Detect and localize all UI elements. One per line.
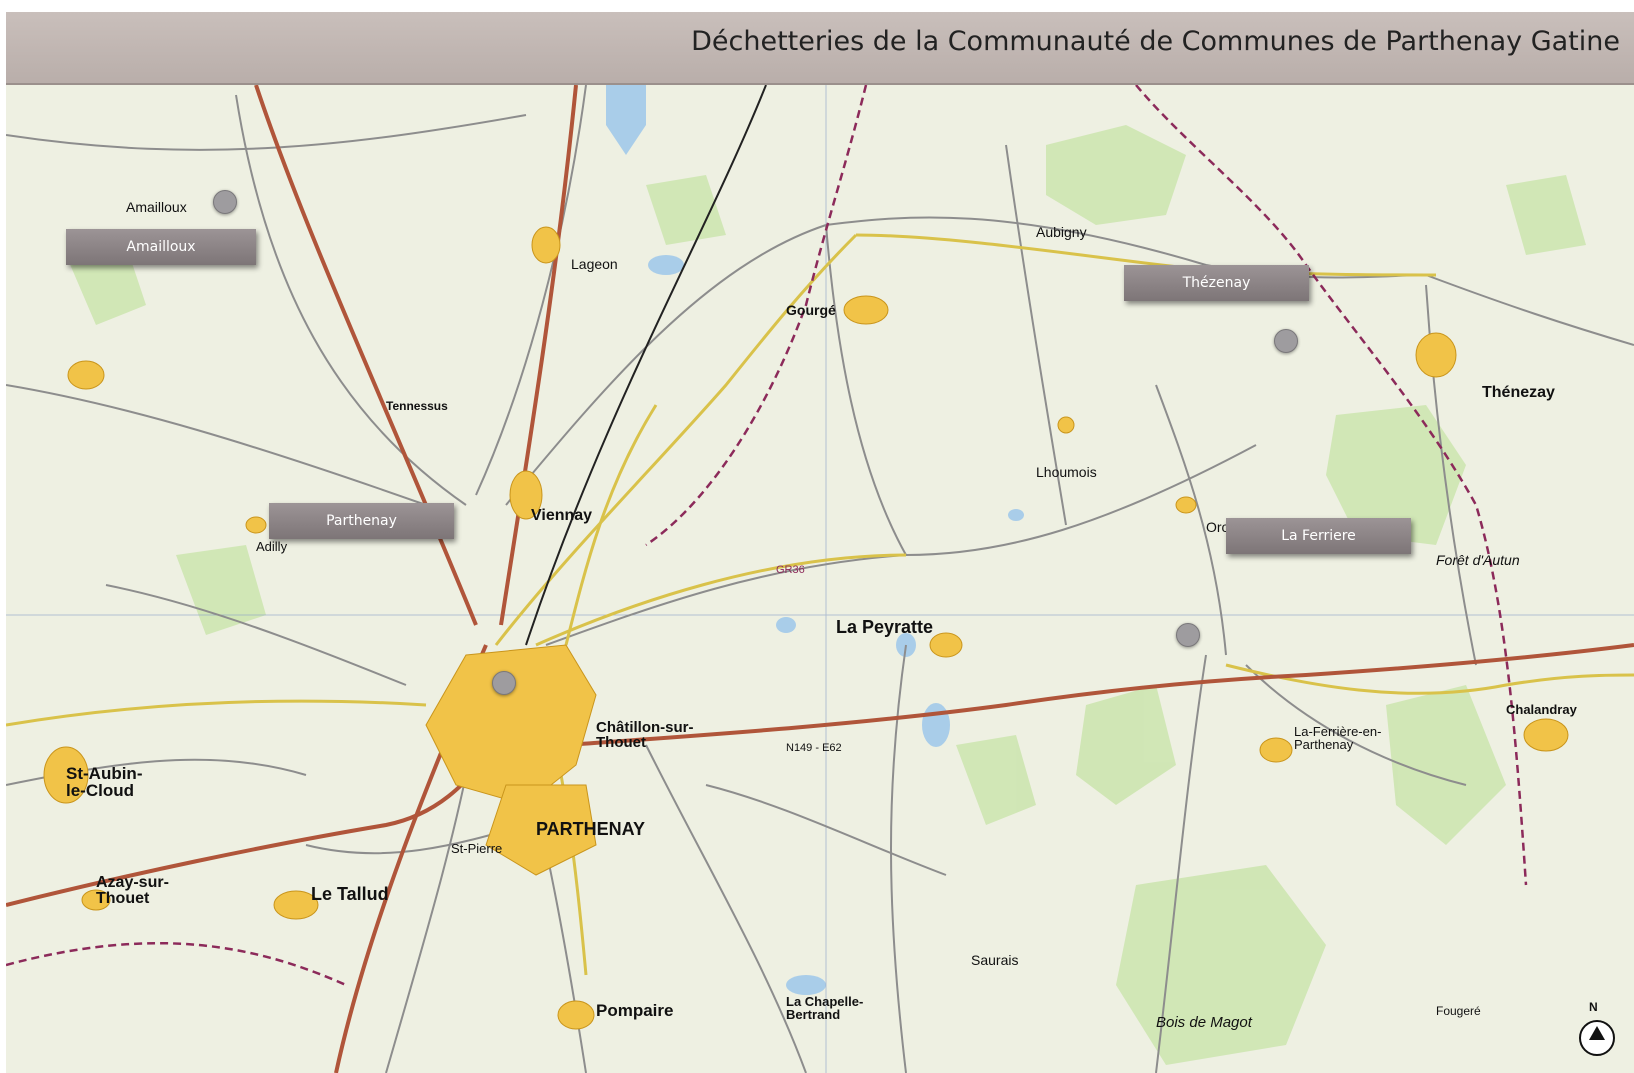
place-le-tallud: Le Tallud (311, 884, 389, 904)
place-pompaire: Pompaire (596, 1001, 674, 1020)
map-background (6, 85, 1634, 1073)
place-la-chapelle-bertrand: La Chapelle-Bertrand (786, 994, 864, 1022)
place-parthenay: PARTHENAY (536, 819, 646, 839)
place-gourge: Gourgé (786, 302, 836, 318)
place-st-pierre: St-Pierre (451, 841, 503, 856)
place-viennay: Viennay (531, 507, 593, 524)
map-canvas[interactable]: PARTHENAY Châtillon-sur-Thouet La Peyrat… (6, 85, 1634, 1073)
map-frame: Déchetteries de la Communauté de Commune… (6, 12, 1634, 1073)
place-bois-de-magot: Bois de Magot (1156, 1014, 1252, 1031)
callout-la-ferriere[interactable]: La Ferriere (1226, 518, 1411, 554)
compass-letter: N (1589, 1000, 1598, 1014)
place-st-aubin-le-cloud: St-Aubin-le-Cloud (66, 764, 143, 800)
place-azay-sur-thouet: Azay-sur-Thouet (96, 874, 169, 907)
place-lageon: Lageon (571, 256, 618, 272)
pin-la-ferriere[interactable] (1176, 623, 1200, 647)
callout-parthenay[interactable]: Parthenay (269, 503, 454, 539)
place-chalandray: Chalandray (1506, 702, 1577, 717)
map-title: Déchetteries de la Communauté de Commune… (691, 26, 1620, 57)
place-aubigny: Aubigny (1036, 224, 1087, 240)
place-la-peyratte: La Peyratte (836, 617, 934, 637)
pin-amailloux[interactable] (213, 190, 237, 214)
map-header: Déchetteries de la Communauté de Commune… (6, 12, 1634, 85)
place-foret-autun: Forêt d'Autun (1436, 552, 1520, 568)
callout-thezenay[interactable]: Thézenay (1124, 265, 1309, 301)
place-saurais: Saurais (971, 952, 1019, 968)
compass-icon (1579, 1020, 1615, 1056)
pin-parthenay[interactable] (492, 671, 516, 695)
place-chatillon: Châtillon-sur-Thouet (596, 719, 694, 751)
place-adilly: Adilly (256, 539, 288, 554)
road-label-n149: N149 - E62 (786, 742, 842, 754)
place-thenezay: Thénezay (1482, 384, 1555, 401)
road-label-gr36: GR36 (776, 564, 805, 576)
place-fougere: Fougeré (1436, 1004, 1481, 1018)
pin-thezenay[interactable] (1274, 329, 1298, 353)
place-la-ferriere-en-parthenay: La-Ferrière-en-Parthenay (1294, 724, 1382, 752)
place-lhoumois: Lhoumois (1036, 464, 1097, 480)
place-amailloux: Amailloux (126, 199, 187, 215)
callout-amailloux[interactable]: Amailloux (66, 229, 256, 265)
place-tennessus: Tennessus (386, 399, 448, 413)
